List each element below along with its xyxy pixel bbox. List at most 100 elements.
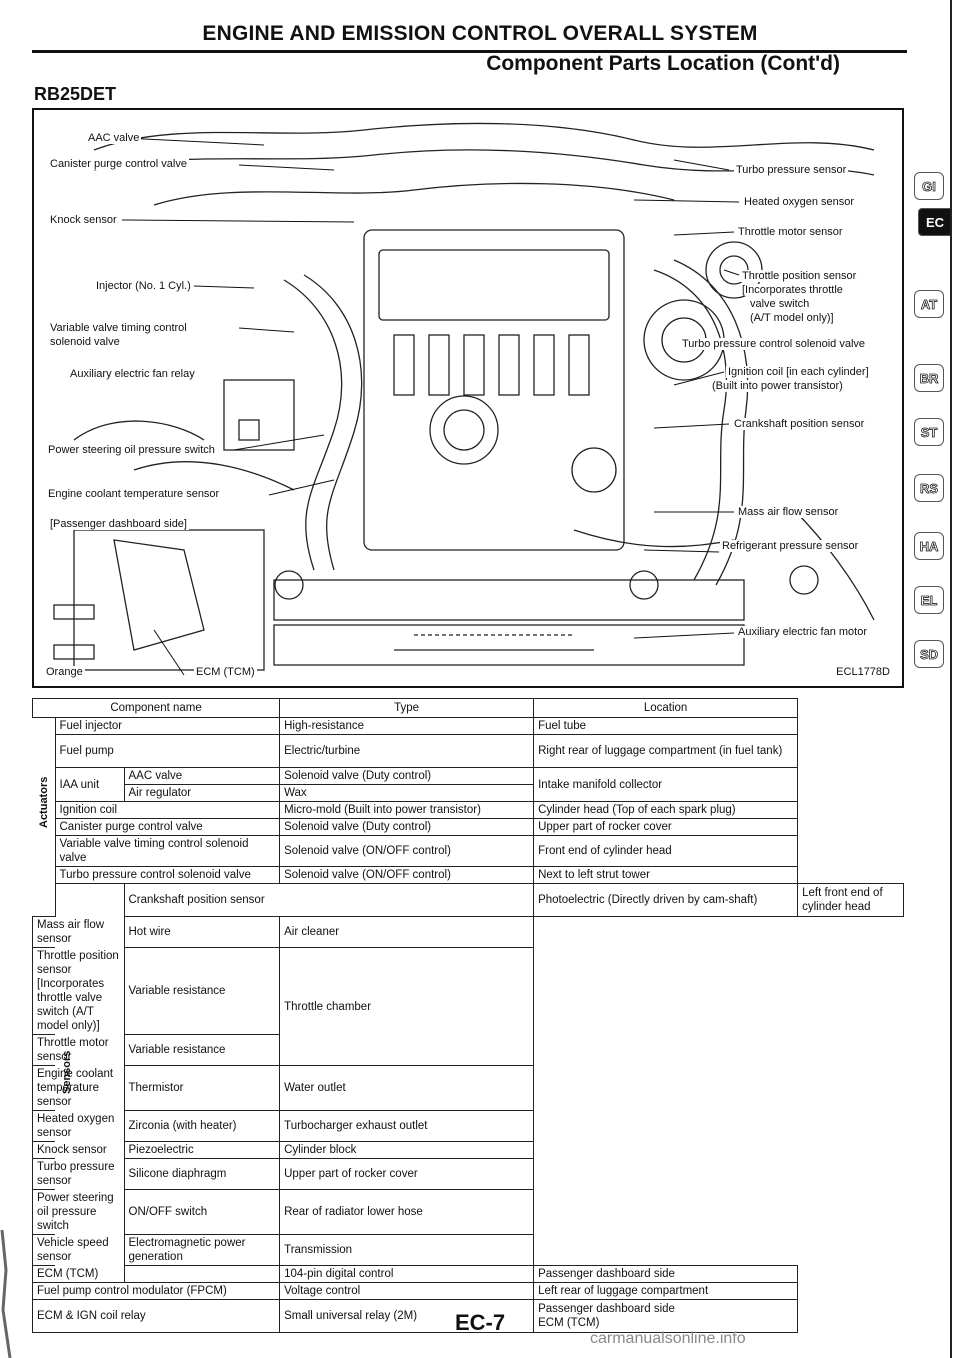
cell-name: Canister purge control valve	[54, 818, 281, 836]
label-heated-o2: Heated oxygen sensor	[742, 196, 857, 208]
cell-type: Solenoid valve (ON/OFF control)	[279, 866, 535, 884]
label-coolant-sensor: Engine coolant temperature sensor	[46, 488, 222, 500]
cell-location: Water outlet	[279, 1065, 535, 1111]
tab-el[interactable]: EL	[914, 586, 944, 614]
cell-location: Cylinder head (Top of each spark plug)	[533, 801, 799, 819]
cell-location: Intake manifold collector	[533, 767, 799, 802]
label-ecm-tcm: ECM (TCM)	[194, 666, 257, 678]
cell-type: Hot wire	[123, 916, 281, 948]
label-passenger-side: [Passenger dashboard side]	[48, 518, 189, 530]
cell-name: Engine coolant temperature sensor	[32, 1065, 125, 1111]
cell-location: Left rear of luggage compartment	[533, 1282, 799, 1300]
cell-name: Heated oxygen sensor	[32, 1110, 125, 1142]
cell-type: 104-pin digital control	[279, 1265, 535, 1283]
tab-at[interactable]: AT	[914, 290, 944, 318]
cell-location: Fuel tube	[533, 717, 799, 735]
cell-location: Right rear of luggage compartment (in fu…	[533, 734, 799, 768]
cell-name: Variable valve timing control solenoid v…	[54, 835, 281, 867]
cell-location-line: ECM (TCM)	[538, 1317, 600, 1329]
table-row: Power steering oil pressure switch ON/OF…	[32, 1189, 904, 1235]
cell-location: Cylinder block	[279, 1141, 535, 1159]
label-orange: Orange	[44, 666, 85, 678]
table-row: Vehicle speed sensor Electromagnetic pow…	[32, 1234, 904, 1266]
cell-type: Solenoid valve (Duty control)	[279, 767, 535, 785]
tab-gi[interactable]: GI	[914, 172, 944, 200]
table-row: Heated oxygen sensor Zirconia (with heat…	[32, 1110, 904, 1142]
group-actuators: Actuators	[32, 717, 56, 917]
cell-location: Upper part of rocker cover	[533, 818, 799, 836]
cell-type: Silicone diaphragm	[123, 1158, 281, 1190]
cell-name: Fuel pump	[54, 734, 281, 768]
label-turbo-sensor: Turbo pressure sensor	[734, 164, 849, 176]
label-tps-2: [Incorporates throttle	[740, 284, 845, 296]
cell-type: Thermistor	[123, 1065, 281, 1111]
tab-rs[interactable]: RS	[914, 474, 944, 502]
table-row: Throttle position sensor [Incorporates t…	[32, 947, 904, 1066]
tab-br[interactable]: BR	[914, 364, 944, 392]
cell-type: High-resistance	[279, 717, 535, 735]
page-number: EC-7	[454, 1310, 506, 1335]
label-tps-4: (A/T model only)]	[748, 312, 836, 324]
label-ign-coil-1: Ignition coil [in each cylinder]	[726, 366, 871, 378]
table-header-row: Component name Type Location	[31, 698, 904, 718]
table-row: IAA unit AAC valve Solenoid valve (Duty …	[33, 767, 904, 802]
binding-edge-mark	[0, 1230, 12, 1358]
cell-name: IAA unit	[54, 767, 125, 802]
cell-name: Ignition coil	[54, 801, 281, 819]
label-aux-fan-motor: Auxiliary electric fan motor	[736, 626, 869, 638]
cell-type: Micro-mold (Built into power transistor)	[279, 801, 535, 819]
component-table: Component name Type Location Actuators F…	[31, 698, 904, 1333]
cell-name: Vehicle speed sensor	[32, 1234, 125, 1266]
cell-location: Throttle chamber	[279, 947, 535, 1066]
label-throttle-motor: Throttle motor sensor	[736, 226, 845, 238]
page-edge	[950, 0, 952, 1358]
tab-sd[interactable]: SD	[914, 640, 944, 668]
table-row: Variable valve timing control solenoid v…	[33, 835, 904, 867]
tab-ha[interactable]: HA	[914, 532, 944, 560]
label-variable-valve: Variable valve timing control	[48, 322, 189, 334]
cell-type: ON/OFF switch	[123, 1189, 281, 1235]
header-component-name: Component name	[31, 698, 281, 718]
table-row: Mass air flow sensor Hot wire Air cleane…	[32, 916, 904, 948]
figure-code: ECL1778D	[836, 666, 890, 678]
cell-name: Turbo pressure control solenoid valve	[54, 866, 281, 884]
label-tps-3: valve switch	[748, 298, 812, 310]
table-row: Sensors Crankshaft position sensor Photo…	[33, 883, 904, 1283]
cell-name: ECM & IGN coil relay	[31, 1299, 281, 1333]
tab-ec[interactable]: EC	[918, 208, 952, 236]
cell-location-line: Passenger dashboard side	[538, 1303, 675, 1315]
label-knock-sensor: Knock sensor	[48, 214, 119, 226]
cell-type: Electromagnetic power generation	[123, 1234, 281, 1266]
tab-st[interactable]: ST	[914, 418, 944, 446]
header-location: Location	[533, 698, 799, 718]
table-row: ECM & IGN coil relay Small universal rel…	[31, 1299, 904, 1333]
cell-type: Wax	[279, 784, 535, 802]
table-row: Throttle motor sensor Variable resistanc…	[32, 1034, 904, 1066]
label-turbo-solenoid: Turbo pressure control solenoid valve	[680, 338, 868, 350]
cell-type: Voltage control	[279, 1282, 535, 1300]
page-subtitle: Component Parts Location (Cont'd)	[486, 52, 840, 75]
label-canister-purge: Canister purge control valve	[48, 158, 189, 170]
cell-name: Throttle motor sensor	[32, 1034, 125, 1066]
table-row: Engine coolant temperature sensor Thermi…	[32, 1065, 904, 1111]
cell-type: Zirconia (with heater)	[123, 1110, 281, 1142]
cell-location: Rear of radiator lower hose	[279, 1189, 535, 1235]
label-ps-switch: Power steering oil pressure switch	[46, 444, 217, 456]
table-row: Air regulator Wax	[33, 784, 904, 802]
label-tps-1: Throttle position sensor	[740, 270, 859, 282]
label-maf-sensor: Mass air flow sensor	[736, 506, 841, 518]
label-injector: Injector (No. 1 Cyl.)	[94, 280, 193, 292]
table-row: Fuel pump control modulator (FPCM) Volta…	[31, 1282, 904, 1300]
watermark-text: carmanualsonline.info	[590, 1330, 746, 1347]
engine-code: RB25DET	[34, 84, 117, 104]
cell-location: Passenger dashboard side	[533, 1265, 799, 1283]
cell-location: Left front end of cylinder head	[797, 883, 904, 917]
cell-type: Solenoid valve (ON/OFF control)	[279, 835, 535, 867]
cell-location: Passenger dashboard side ECM (TCM)	[533, 1299, 799, 1333]
table-row: Turbo pressure sensor Silicone diaphragm…	[32, 1158, 904, 1190]
cell-name: ECM (TCM)	[31, 1265, 281, 1283]
table-row: Fuel pump Electric/turbine Right rear of…	[33, 734, 904, 768]
cell-location: Next to left strut tower	[533, 866, 799, 884]
cell-name: Crankshaft position sensor	[123, 883, 535, 917]
cell-name: Fuel pump control modulator (FPCM)	[31, 1282, 281, 1300]
